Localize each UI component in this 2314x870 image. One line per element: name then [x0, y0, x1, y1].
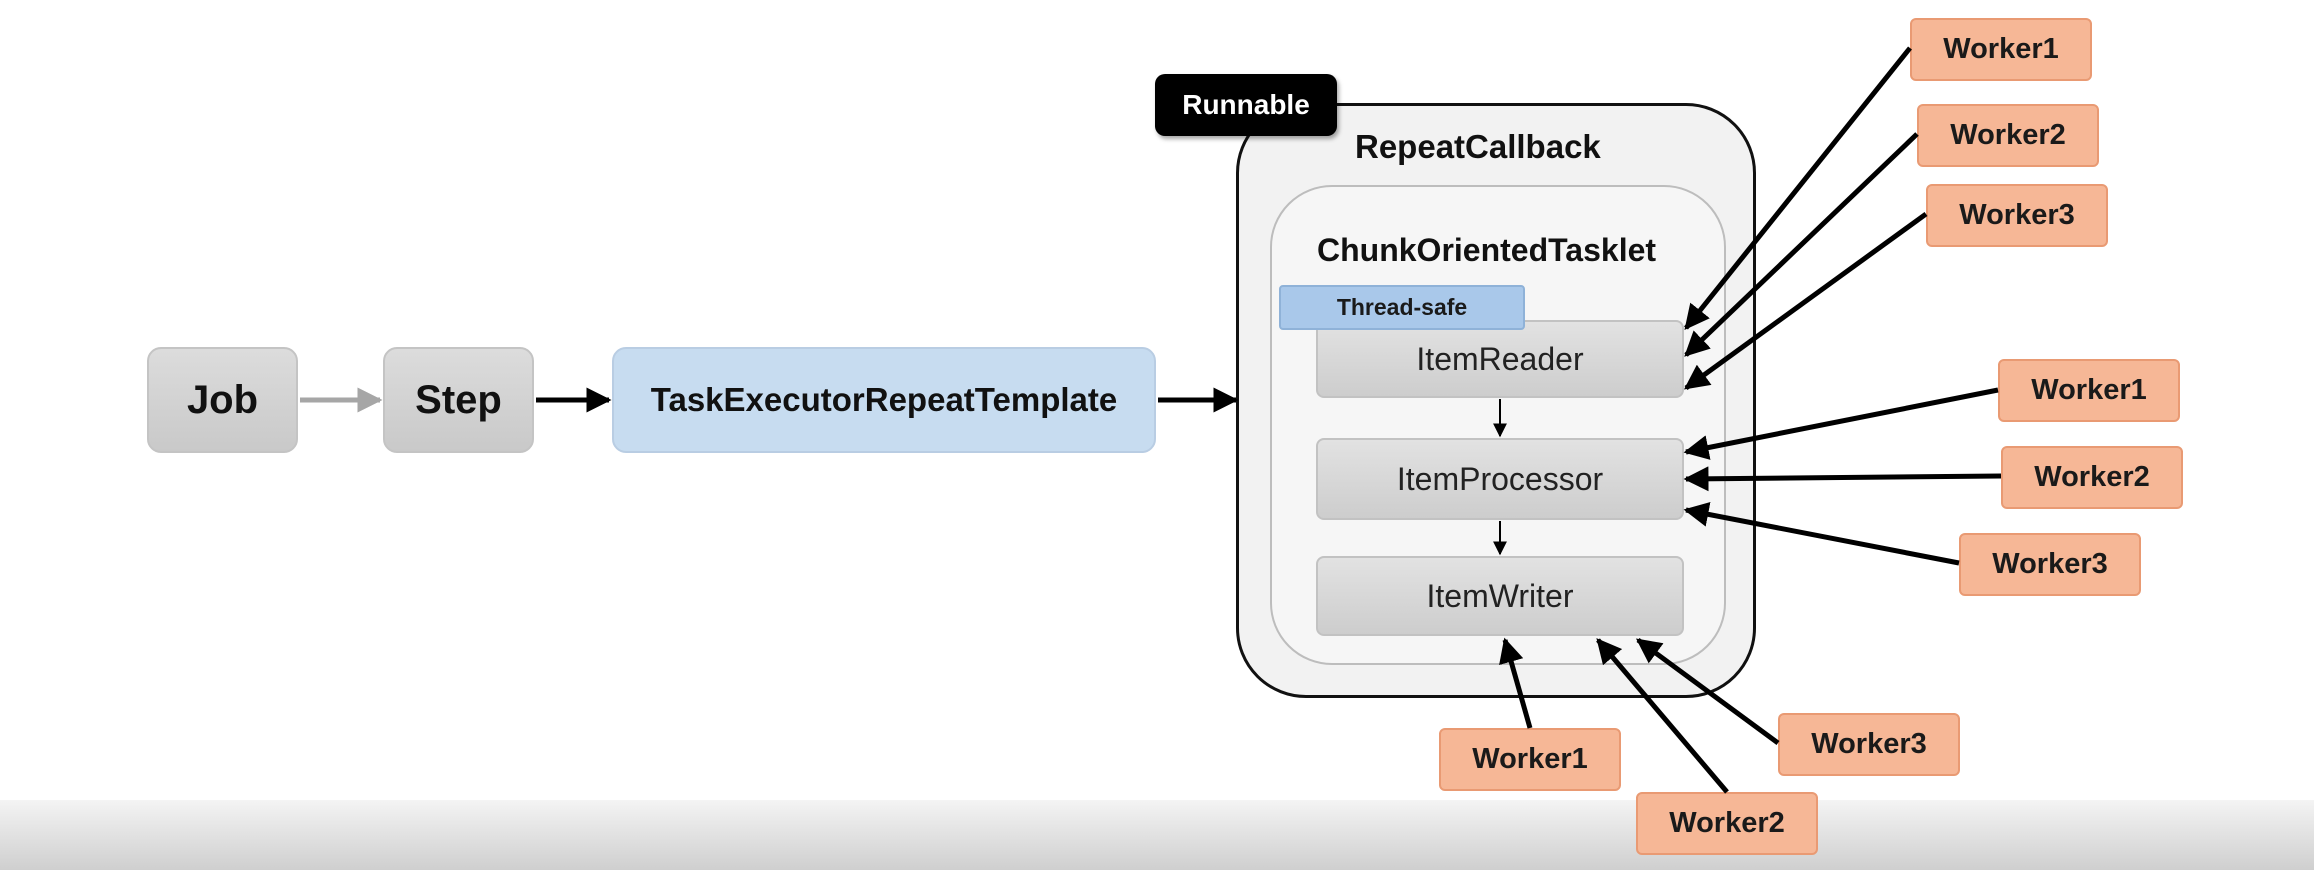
- thread-safe-badge: Thread-safe: [1279, 285, 1525, 330]
- processor-worker-1: Worker1: [1998, 359, 2180, 422]
- writer-worker-3: Worker3: [1778, 713, 1960, 776]
- processor-worker-3: Worker3: [1959, 533, 2141, 596]
- repeat-callback-title: RepeatCallback: [1355, 128, 1601, 165]
- job-box: Job: [147, 347, 298, 453]
- reader-worker-3: Worker3: [1926, 184, 2108, 247]
- runnable-badge: Runnable: [1155, 74, 1337, 136]
- writer-worker-1-arrow: [1499, 637, 1533, 729]
- reader-worker-2-arrow: [1684, 132, 1919, 357]
- reader-worker-1-arrow: [1684, 46, 1912, 330]
- processor-worker-2: Worker2: [2001, 446, 2183, 509]
- processor-worker-3-arrow: [1683, 502, 1960, 566]
- reader-worker-3-arrow: [1683, 211, 1928, 391]
- writer-worker-1: Worker1: [1439, 728, 1621, 791]
- step-box: Step: [383, 347, 534, 453]
- processor-worker-2-arrow: [1683, 466, 2002, 492]
- writer-worker-3-arrow: [1635, 637, 1780, 746]
- reader-worker-2: Worker2: [1917, 104, 2099, 167]
- writer-worker-2-arrow: [1596, 638, 1729, 794]
- item-processor-box: ItemProcessor: [1316, 438, 1684, 520]
- item-writer-box: ItemWriter: [1316, 556, 1684, 636]
- bottom-gradient-band: [0, 800, 2314, 870]
- writer-worker-2: Worker2: [1636, 792, 1818, 855]
- chunk-oriented-tasklet-title: ChunkOrientedTasklet: [1317, 232, 1657, 268]
- task-executor-repeat-template-box: TaskExecutorRepeatTemplate: [612, 347, 1156, 453]
- item-reader-box: ItemReader: [1316, 320, 1684, 398]
- reader-worker-1: Worker1: [1910, 18, 2092, 81]
- processor-worker-1-arrow: [1683, 387, 1999, 460]
